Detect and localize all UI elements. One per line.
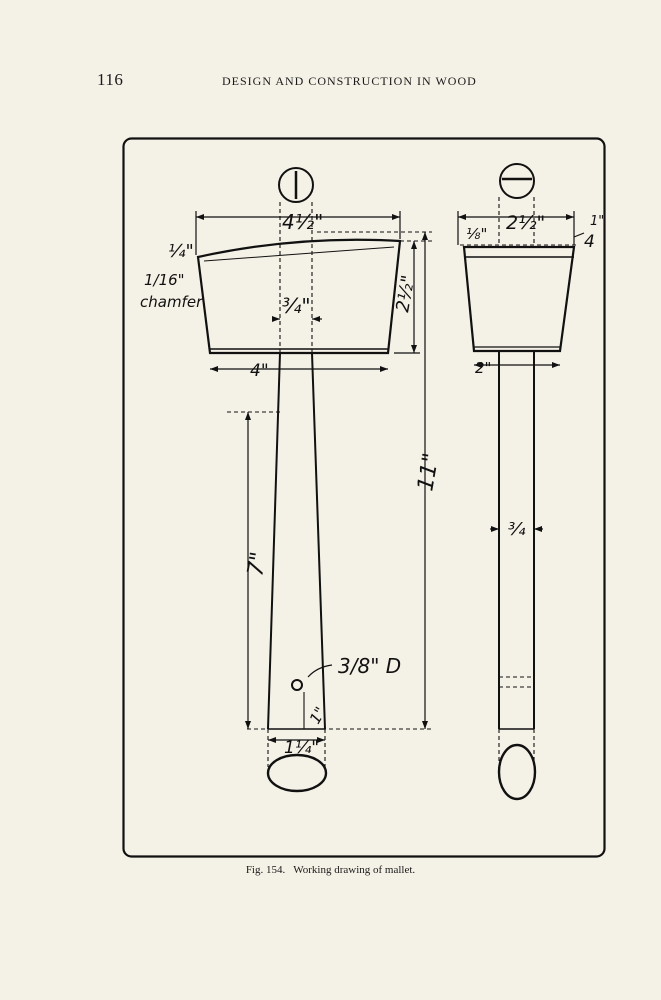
label-overall-length: 11" — [413, 451, 444, 493]
side-handle-end — [497, 743, 537, 801]
mallet-working-drawing: 4½" ¼" 1/16" chamfer ¾" 2½" 4" 11" 7" 3/… — [122, 137, 606, 858]
figure-caption: Fig. 154. Working drawing of mallet. — [0, 864, 661, 876]
side-handle-top-circle — [499, 163, 535, 199]
label-handle-thickness-side: ¾ — [508, 519, 526, 540]
side-handle — [498, 351, 535, 729]
page-number: 116 — [97, 70, 124, 89]
label-hole-position: 1" — [306, 704, 330, 727]
label-handle-end-width: 1¼" — [284, 738, 319, 758]
front-handle-end — [266, 753, 328, 793]
label-side-bevel-right-num: 1" — [590, 214, 604, 229]
side-head — [462, 245, 576, 353]
label-head-bottom-width: 4" — [250, 361, 269, 381]
running-head: DESIGN AND CONSTRUCTION IN WOOD — [222, 74, 477, 88]
front-head — [196, 238, 402, 355]
label-handle-thickness-front: ¾" — [282, 294, 311, 318]
front-handle-top-circle — [278, 167, 314, 203]
label-handle-length: 7" — [243, 550, 272, 578]
label-side-bevel-left: ⅛" — [466, 225, 487, 243]
label-chamfer-size: 1/16" — [144, 271, 185, 289]
figure-caption-text: Working drawing of mallet. — [293, 864, 416, 876]
label-hole-diameter: 3/8" D — [338, 654, 401, 678]
label-chamfer-word: chamfer — [140, 293, 203, 311]
figure-border — [122, 137, 606, 858]
label-top-slope: ¼" — [168, 241, 194, 262]
label-side-bevel-right-den: 4 — [584, 232, 595, 252]
label-head-top-width: 4½" — [282, 210, 323, 234]
front-hole — [291, 679, 303, 691]
front-handle — [267, 352, 326, 730]
label-side-top-width: 2½" — [506, 212, 545, 234]
figure-label: Fig. 154. — [245, 864, 286, 876]
label-side-bottom-width: 2" — [475, 359, 491, 377]
